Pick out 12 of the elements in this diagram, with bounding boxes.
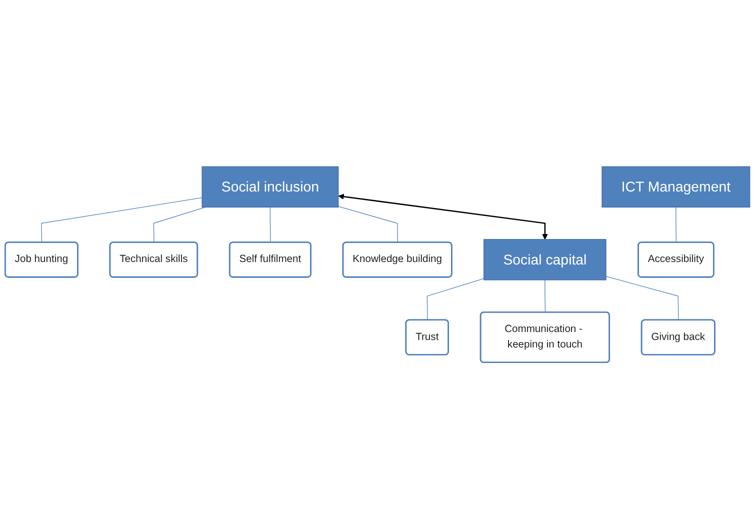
connector — [544, 280, 546, 313]
connector — [606, 276, 679, 321]
arrow — [338, 194, 548, 240]
connector — [426, 278, 484, 321]
connector — [41, 197, 202, 243]
connector — [153, 206, 206, 243]
connector — [338, 206, 398, 243]
node-box: ICT Management — [602, 166, 750, 208]
node-box: Social capital — [484, 239, 606, 280]
node-box: Social inclusion — [202, 166, 339, 208]
connector — [676, 206, 677, 243]
connector — [270, 206, 271, 243]
